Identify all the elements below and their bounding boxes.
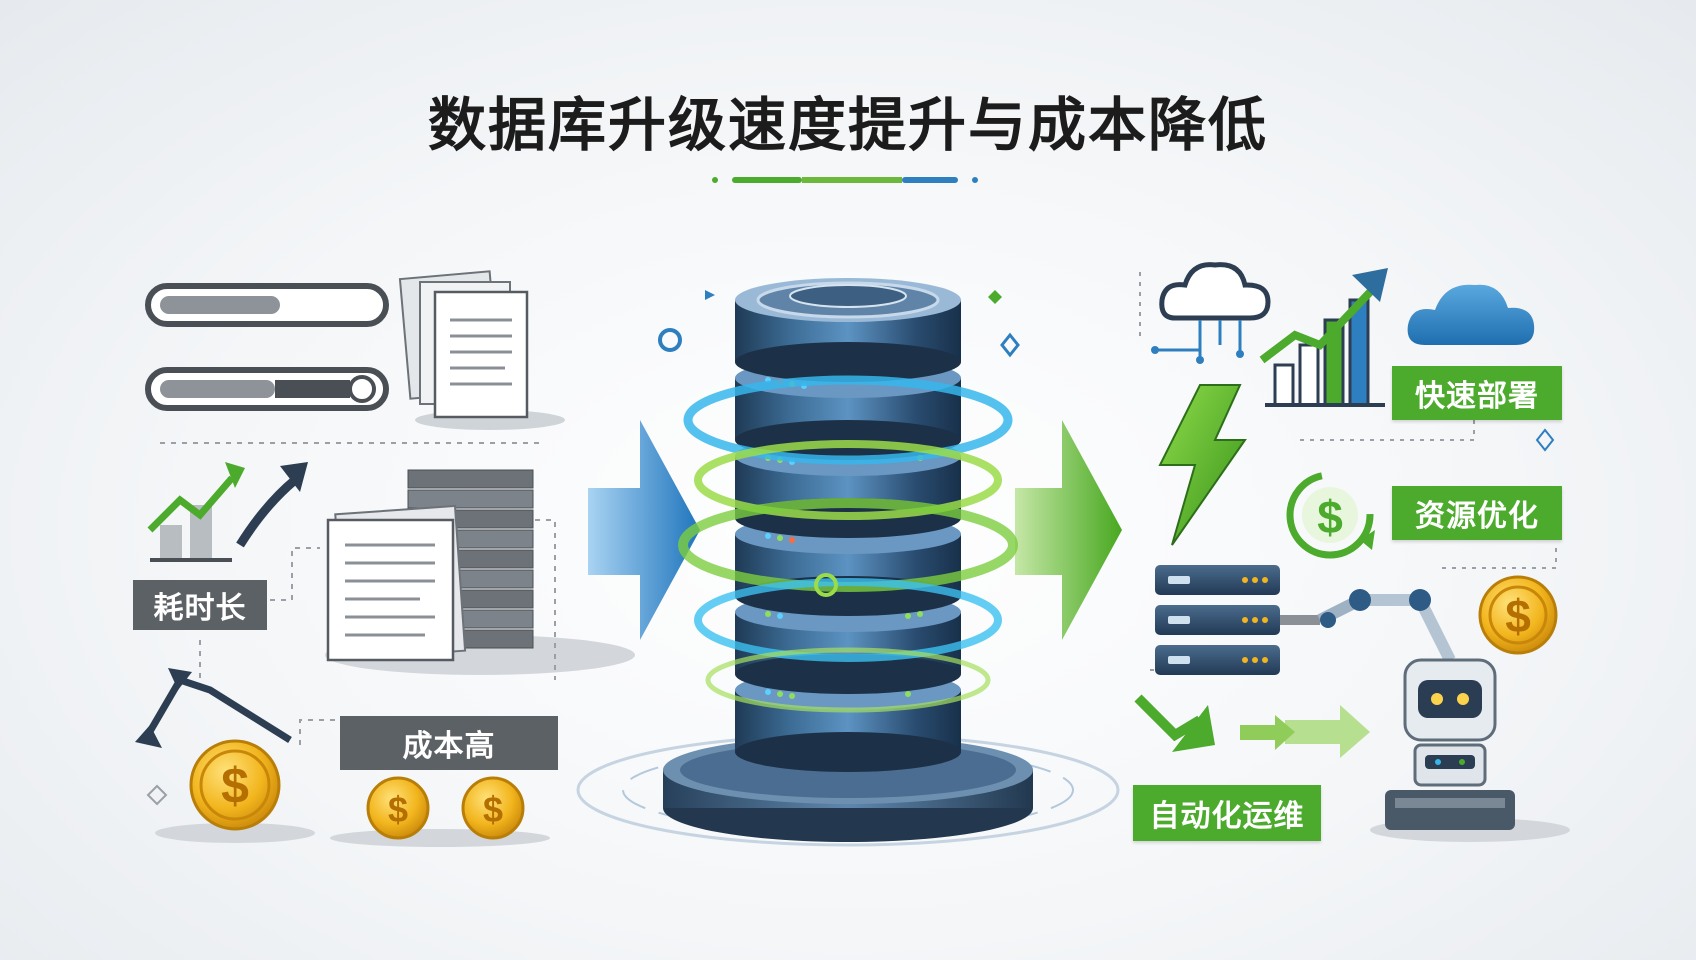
paper-stack-icon [398, 270, 565, 430]
coin-symbol: $ [221, 758, 249, 814]
speed-swirls [678, 375, 1018, 713]
database-cylinder-icon [576, 278, 1120, 847]
robot-icon [1370, 658, 1570, 842]
gold-coin-icon: $ [1478, 575, 1558, 655]
dollar-symbol: $ [1317, 491, 1343, 543]
label-fast-deploy: 快速部署 [1392, 366, 1562, 420]
coin-symbol: $ [483, 789, 503, 830]
blue-arrow-right-icon [588, 420, 700, 640]
cost-trend-arrow-icon [135, 668, 292, 748]
robot-arm-icon [1280, 589, 1456, 663]
label-high-cost: 成本高 [340, 716, 558, 770]
title-underline [712, 177, 978, 183]
upward-trend-chart-icon [147, 462, 308, 562]
cloud-network-icon [1151, 262, 1271, 364]
label-automated-ops: 自动化运维 [1133, 785, 1321, 841]
page-title: 数据库升级速度提升与成本降低 [427, 91, 1268, 159]
blue-cloud-icon [1407, 284, 1535, 345]
growth-chart-icon [1259, 268, 1388, 407]
coin-symbol: $ [1505, 590, 1531, 642]
dollar-coin-icon: $ [155, 739, 315, 843]
small-coins-icon: $ $ [330, 776, 550, 847]
slow-progress-bars [145, 283, 389, 411]
lightning-bolt-icon [1158, 384, 1247, 546]
server-rack-icon [1155, 565, 1280, 675]
coin-symbol: $ [388, 789, 408, 830]
label-resource-optimization: 资源优化 [1392, 486, 1562, 540]
label-time-consuming: 耗时长 [133, 580, 267, 630]
green-down-arrows-icon [1134, 694, 1370, 758]
document-server-stack-icon [325, 469, 635, 675]
recycle-dollar-icon: $ [1286, 471, 1375, 559]
left-connector-lines [199, 519, 556, 745]
green-arrow-right-icon [1015, 420, 1122, 640]
